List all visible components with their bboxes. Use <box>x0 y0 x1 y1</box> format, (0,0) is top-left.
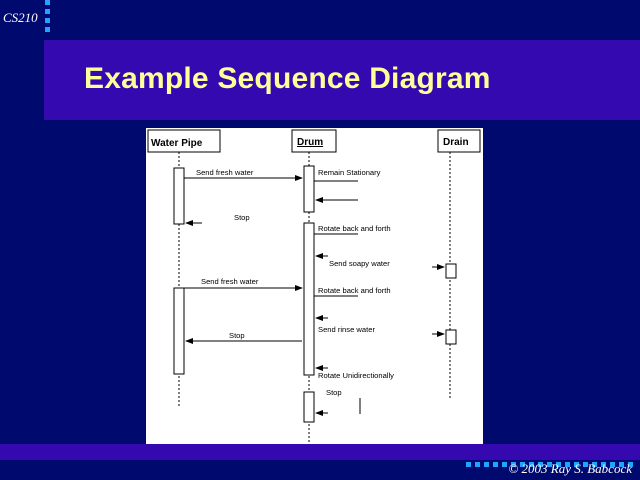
activation-drain-2 <box>445 329 457 345</box>
lifeline-label-water-pipe: Water Pipe <box>151 138 203 149</box>
activation-water-pipe-1 <box>173 167 185 225</box>
decorative-dots-top <box>45 0 51 36</box>
lifeline-label-drum: Drum <box>297 137 323 148</box>
activation-drain-1 <box>445 263 457 279</box>
activation-drum-2 <box>303 222 315 376</box>
title-band: Example Sequence Diagram <box>44 40 640 120</box>
slide-title: Example Sequence Diagram <box>84 62 491 95</box>
copyright-text: © 2003 Ray S. Babcock <box>508 461 632 476</box>
message-label-7: Rotate back and forth <box>318 286 391 295</box>
course-code: CS210 <box>3 10 38 25</box>
activation-drum-3 <box>303 391 315 423</box>
message-label-6: Send fresh water <box>201 277 259 286</box>
message-label-8: Send rinse water <box>318 325 375 334</box>
message-label-4: Rotate back and forth <box>318 224 391 233</box>
message-label-9: Stop <box>229 331 245 340</box>
lifeline-label-drain: Drain <box>443 137 469 148</box>
footer-band <box>0 444 640 460</box>
sequence-diagram: Water Pipe Drum Drain Send fresh water R… <box>146 128 483 449</box>
message-label-1: Send fresh water <box>196 168 254 177</box>
message-label-5: Send soapy water <box>329 259 390 268</box>
activation-drum-1 <box>303 165 315 213</box>
activation-water-pipe-2 <box>173 287 185 375</box>
sequence-diagram-canvas: Water Pipe Drum Drain Send fresh water R… <box>147 129 481 446</box>
message-label-10: Rotate Unidirectionally <box>318 371 394 380</box>
lifeline-box-drum <box>291 129 337 153</box>
message-label-2: Remain Stationary <box>318 168 381 177</box>
message-label-11: Stop <box>326 388 342 397</box>
lifeline-box-water-pipe <box>147 129 221 153</box>
decorative-dots-bottom <box>466 454 637 467</box>
message-label-3: Stop <box>234 213 250 222</box>
lifeline-box-drain <box>437 129 481 153</box>
